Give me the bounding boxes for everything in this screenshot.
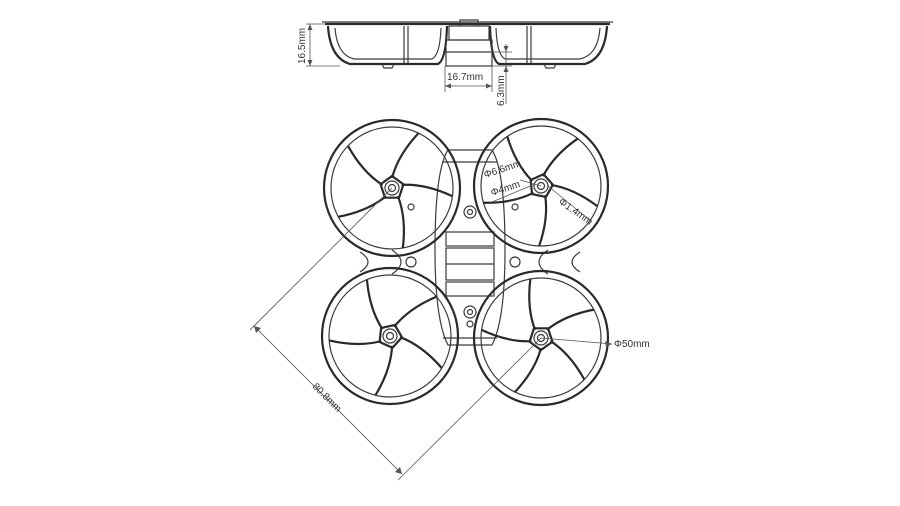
dimension-diagonal-wheelbase: 80.8mm — [249, 187, 542, 481]
guard-spoke — [528, 278, 537, 331]
battery-slot-depth-label: 6.3mm — [496, 75, 507, 106]
frame-height-label: 16.5mm — [297, 28, 308, 64]
guard-spoke — [538, 194, 548, 247]
motor-shaft-circle — [382, 328, 398, 344]
motor-mount — [379, 174, 405, 199]
guard-spoke — [390, 132, 420, 179]
side-view — [322, 19, 613, 69]
prop-guard-diameter-label: Φ50mm — [614, 339, 650, 350]
guard-spoke — [399, 336, 443, 369]
guard-spoke — [483, 191, 535, 204]
guard-spoke — [365, 279, 384, 330]
motor-shaft-circle — [536, 181, 546, 191]
dimension-battery-slot-width: 16.7mm — [444, 66, 493, 92]
motor-shaft-circle — [533, 330, 549, 346]
guard-spoke — [546, 308, 595, 331]
guard-spoke — [542, 137, 579, 177]
guard-spoke — [338, 195, 387, 218]
motor-mount — [378, 323, 404, 350]
guard-spoke — [549, 340, 586, 381]
motor-shaft-circle — [384, 180, 400, 196]
motor-mount — [529, 172, 555, 199]
guard-spoke — [506, 136, 534, 182]
prop-guard-rear-right — [472, 269, 610, 407]
dimension-battery-slot-depth: 6.3mm — [492, 44, 512, 106]
prop-guard-front-right — [472, 117, 610, 255]
guard-spoke — [328, 339, 382, 346]
guard-spoke — [393, 295, 438, 328]
top-view — [359, 149, 581, 346]
battery-slot-width-label: 16.7mm — [447, 72, 483, 83]
prop-guard-front-left — [322, 118, 462, 258]
diagonal-wheelbase-label: 80.8mm — [310, 381, 343, 414]
guard-spoke — [374, 345, 394, 396]
dimension-screw-hole: Φ1.4mm — [547, 185, 594, 228]
guard-spoke — [401, 183, 453, 198]
dimension-prop-guard-diameter: Φ50mm — [540, 337, 650, 350]
guard-spoke — [396, 195, 406, 249]
motor-mount — [528, 327, 554, 352]
motor-shaft-circle — [387, 183, 397, 193]
guard-spokes — [328, 132, 599, 396]
prop-guard-rear-left — [320, 266, 460, 406]
guard-spoke — [481, 328, 532, 343]
guard-spoke — [550, 183, 599, 208]
dimension-frame-height: 16.5mm — [297, 23, 340, 67]
guard-spoke — [346, 145, 384, 186]
motor-shaft-circle — [385, 331, 395, 341]
guard-spoke — [514, 347, 543, 393]
